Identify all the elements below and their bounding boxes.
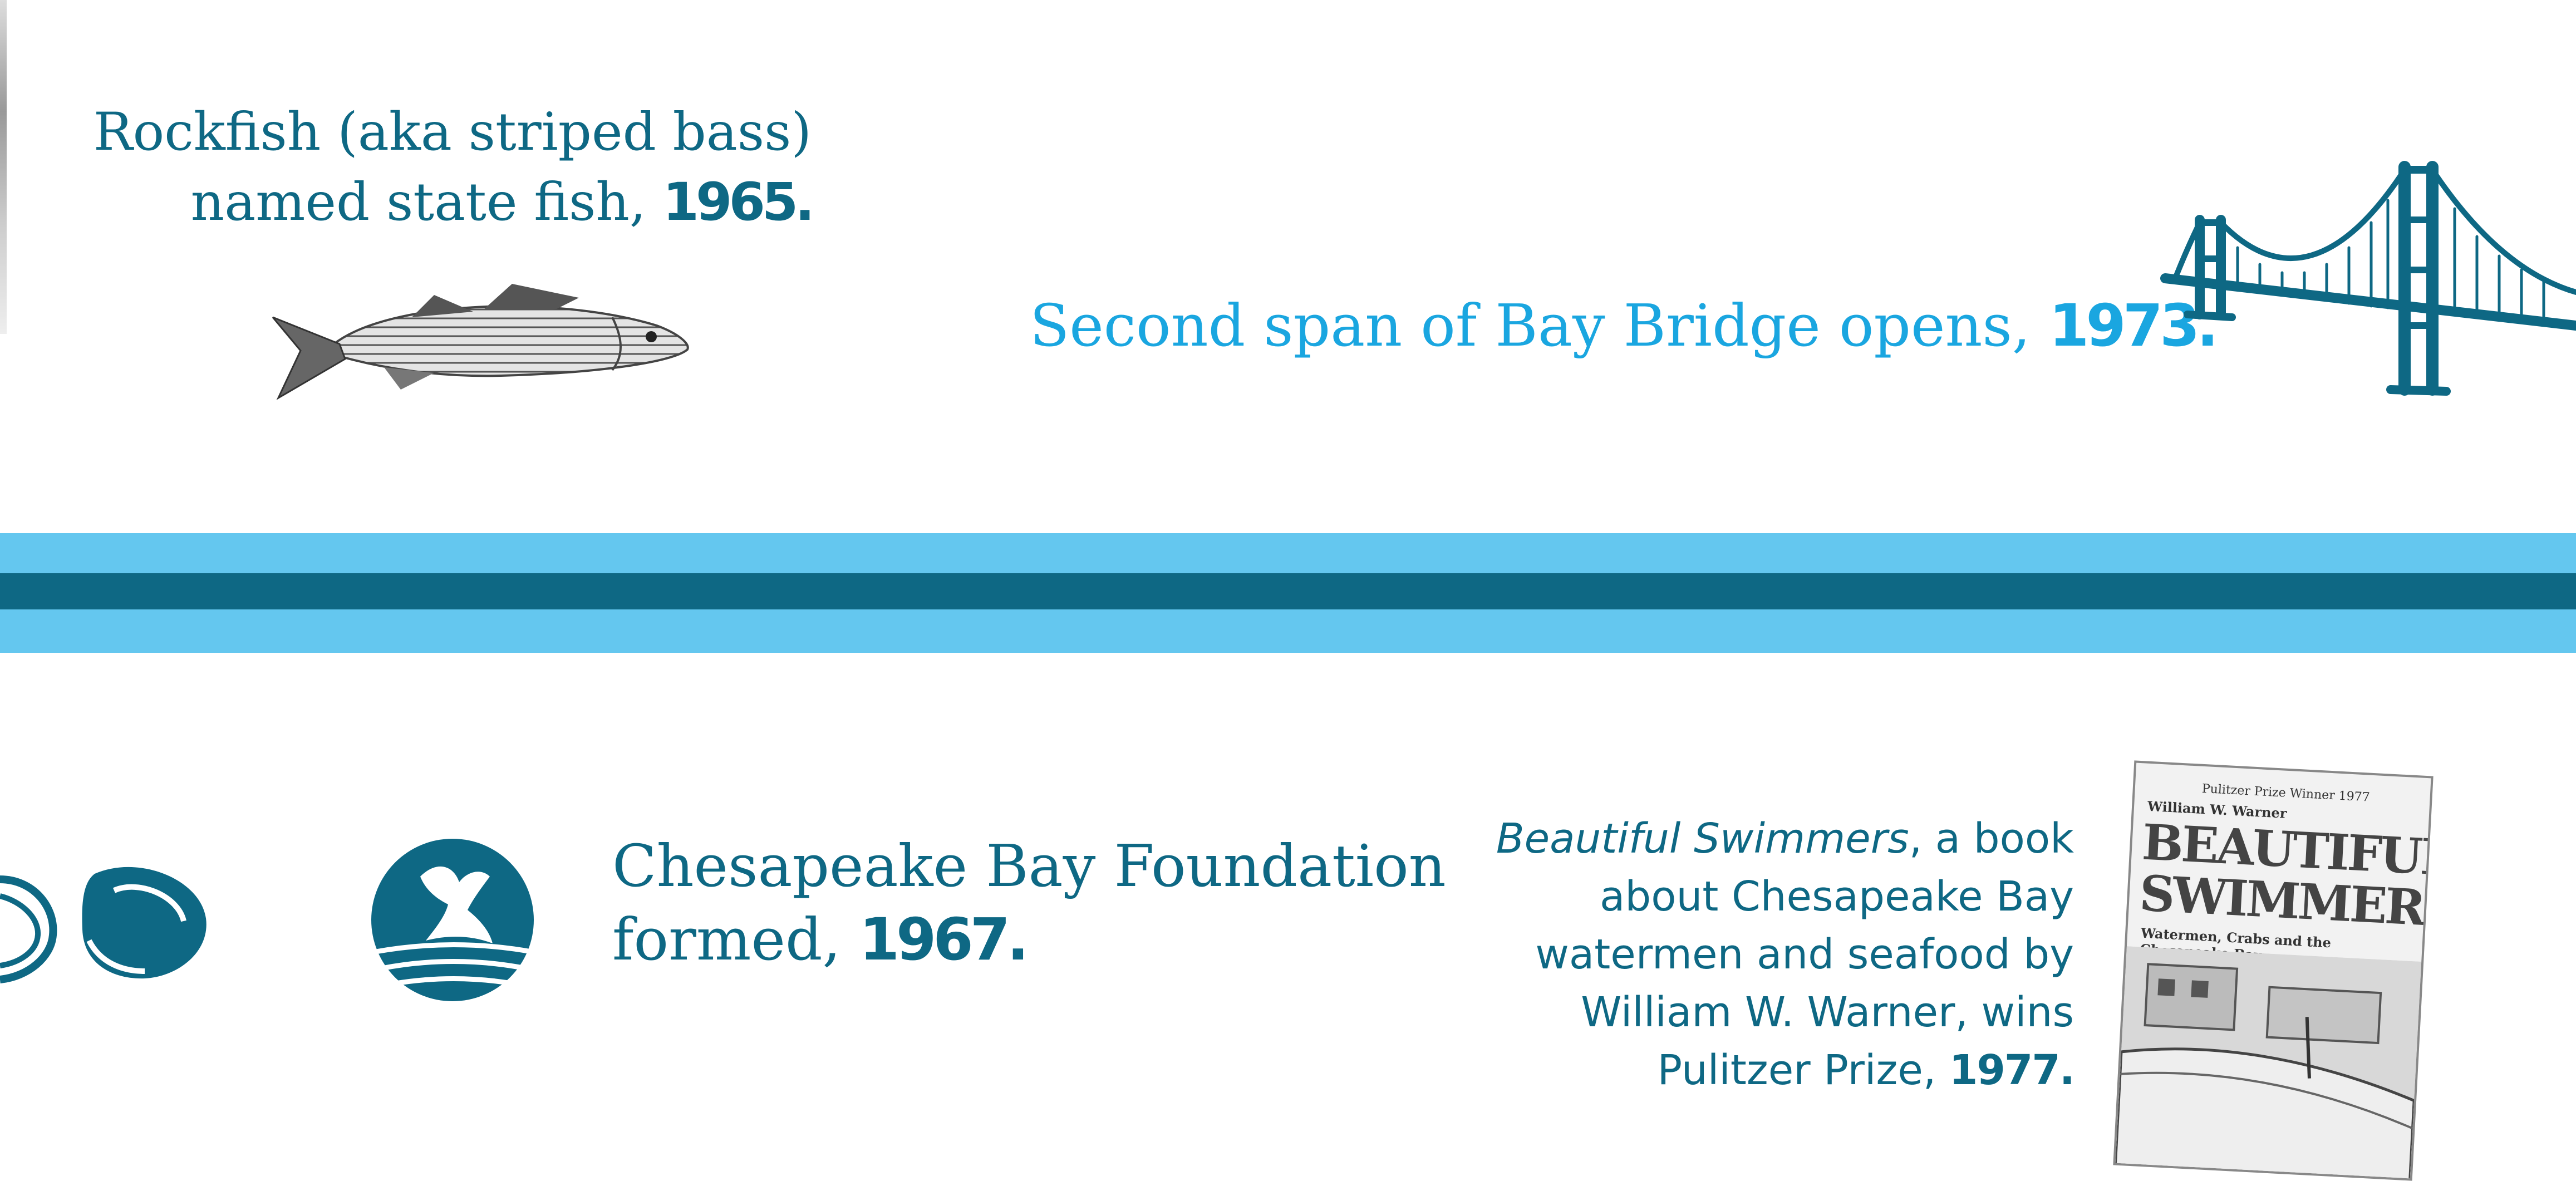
bridge-caption-text: Second span of Bay Bridge opens, (1030, 292, 2049, 360)
cbf-line1: Chesapeake Bay Foundation (612, 832, 1446, 900)
rockfish-caption: Rockfish (aka striped bass) named state … (88, 97, 815, 238)
book-cover-title: BEAUTIFUL SWIMMERS (2138, 813, 2434, 939)
cbf-line2-text: formed, (612, 906, 859, 973)
book-cover-prize: Pulitzer Prize Winner 1977 (2201, 781, 2371, 805)
fish-illustration-icon (272, 284, 689, 400)
cbf-year: 1967. (859, 906, 1029, 973)
stripe-light-bottom (0, 609, 2576, 653)
book-line3: watermen and seafood by (1535, 931, 2074, 978)
book-line4: William W. Warner, wins (1581, 988, 2074, 1036)
book-caption: Beautiful Swimmers, a book about Chesape… (1350, 810, 2075, 1099)
rockfish-line1: Rockfish (aka striped bass) (93, 102, 812, 163)
left-photo-edge (0, 0, 7, 334)
rockfish-year: 1965. (662, 172, 815, 233)
book-year: 1977. (1949, 1046, 2075, 1094)
book-cover-image: Pulitzer Prize Winner 1977 William W. Wa… (2113, 760, 2434, 1181)
suspension-bridge-icon (2160, 161, 2576, 396)
foundation-logo-icon (371, 839, 534, 1001)
cbf-caption: Chesapeake Bay Foundation formed, 1967. (612, 829, 1447, 976)
book-title: Beautiful Swimmers (1496, 815, 1909, 863)
book-line5: Pulitzer Prize, 1977. (1350, 1041, 2075, 1099)
book-cover-scene (2115, 946, 2422, 1181)
rockfish-line2: named state fish, 1965. (88, 168, 815, 238)
cbf-line2: formed, 1967. (612, 903, 1447, 976)
book-line2: about Chesapeake Bay (1599, 873, 2074, 921)
bridge-year: 1973. (2049, 292, 2219, 360)
book-line5-text: Pulitzer Prize, (1657, 1046, 1949, 1094)
book-line1-rest: , a book (1909, 815, 2074, 863)
stripe-light-top (0, 533, 2576, 573)
bridge-caption: Second span of Bay Bridge opens, 1973. (1030, 287, 2219, 365)
book-line1: Beautiful Swimmers, a book (1350, 810, 2074, 868)
stripe-dark-middle (0, 573, 2576, 609)
oyster-shell-icon (0, 867, 207, 983)
rockfish-line2-text: named state fish, (190, 172, 663, 233)
